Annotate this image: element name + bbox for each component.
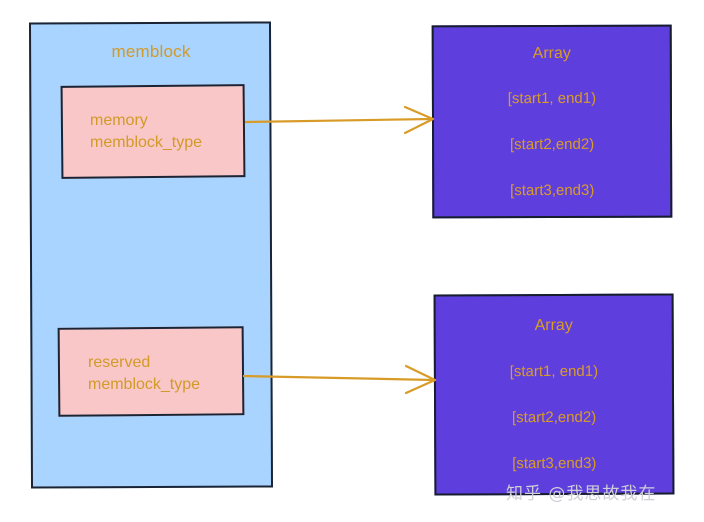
memory-array-box: Array [start1, end1) [start2,end2) [star… [431,24,673,219]
memory-array-entry-1: [start1, end1) [507,89,597,108]
reserved-array-entry-2: [start2,end2) [511,408,597,427]
memory-array-entry-2: [start2,end2) [509,135,595,154]
reserved-array-box: Array [start1, end1) [start2,end2) [star… [433,293,675,496]
reserved-memblock-type-label: reserved memblock_type [88,354,201,393]
watermark: 知乎 @我思故我在 [506,484,657,504]
memory-to-array-arrow [244,105,435,135]
reserved-array-entry-1: [start1, end1) [509,362,599,381]
memory-array-title: Array [532,44,571,63]
memblock-label: memblock [111,42,191,61]
memory-array-entry-3: [start3,end3) [510,181,595,200]
reserved-array-entry-3: [start3,end3) [512,454,597,473]
memory-memblock-type-label: memory memblock_type [90,112,203,151]
reserved-array-title: Array [534,316,573,335]
